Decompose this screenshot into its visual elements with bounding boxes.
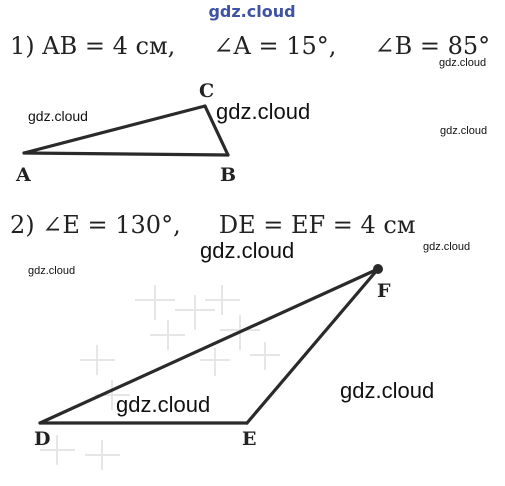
watermark-1: gdz.cloud — [28, 108, 88, 124]
vertex-label-a: A — [15, 164, 31, 186]
watermark-4: gdz.cloud — [440, 125, 487, 137]
triangle-def — [38, 264, 383, 425]
vertex-label-e: E — [242, 428, 256, 450]
edge-bc — [203, 104, 230, 157]
triangle-abc — [22, 104, 230, 157]
vertex-label-b: B — [220, 164, 236, 186]
problem2-statement: 2) ∠E = 130°, DE = EF = 4 см — [10, 211, 416, 239]
watermark-3: gdz.cloud — [439, 57, 486, 69]
vertex-dot-f — [373, 264, 383, 274]
edge-df — [38, 267, 380, 425]
watermark-8: gdz.cloud — [340, 378, 434, 403]
watermark-9: gdz.cloud — [116, 392, 210, 417]
edge-ef — [245, 267, 380, 425]
header-watermark: gdz.cloud — [208, 2, 295, 21]
problem1-statement: 1) AB = 4 см, ∠A = 15°, ∠B = 85° — [10, 32, 490, 60]
watermark-7: gdz.cloud — [28, 265, 75, 277]
watermark-2: gdz.cloud — [216, 99, 310, 124]
vertex-label-d: D — [34, 428, 50, 450]
vertex-label-c: C — [199, 80, 214, 102]
watermark-6: gdz.cloud — [423, 241, 470, 253]
vertex-label-f: F — [377, 280, 391, 302]
edge-ab — [22, 151, 230, 157]
watermark-5: gdz.cloud — [200, 238, 294, 263]
edge-ac — [22, 104, 207, 155]
